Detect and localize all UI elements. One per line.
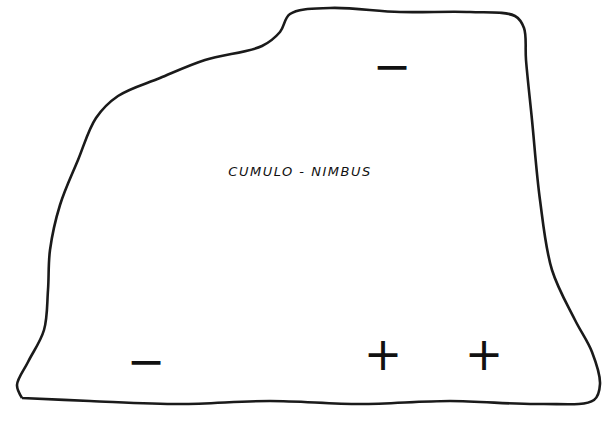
charge-sign: − [127, 338, 166, 384]
cloud-name: CUMULO - NIMBUS [228, 164, 371, 179]
charge-sign: + [364, 331, 403, 377]
cloud-border [17, 8, 600, 404]
charge-sign: − [373, 43, 412, 89]
charge-sign: + [465, 331, 504, 377]
